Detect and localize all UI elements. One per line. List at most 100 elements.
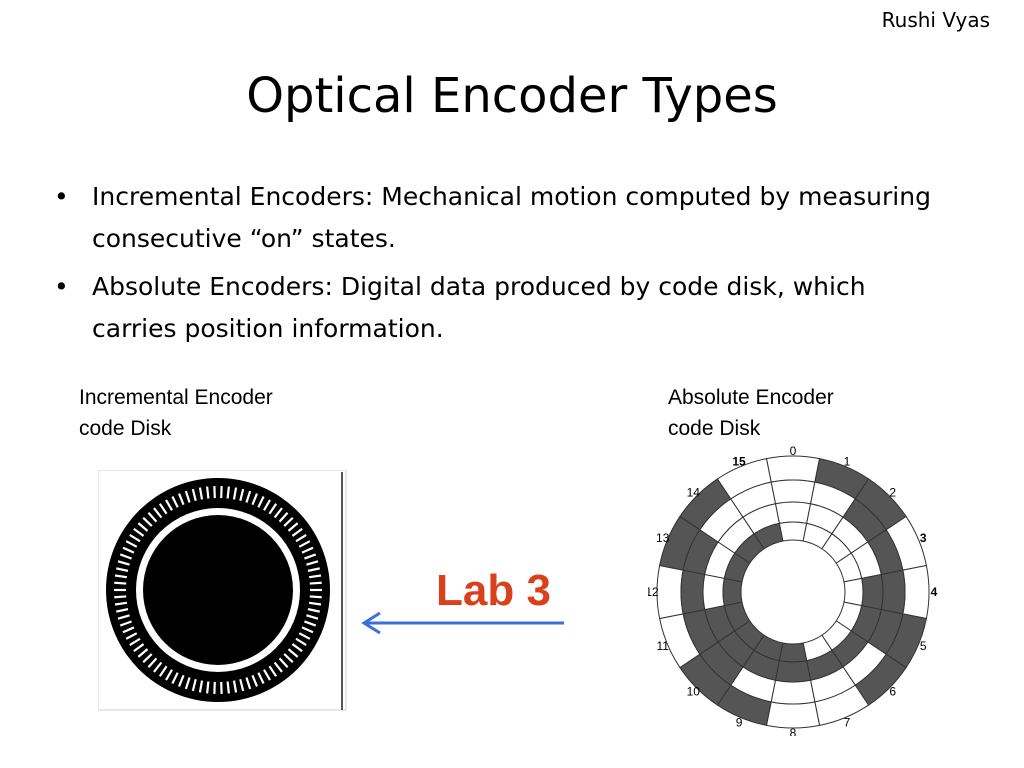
- slot-mark: [306, 560, 319, 566]
- slot-ring: [114, 486, 322, 694]
- bullet-item-incremental: • Incremental Encoders: Mechanical motio…: [54, 176, 954, 260]
- arrow-icon: [361, 611, 564, 635]
- bullet-text: Absolute Encoders: Digital data produced…: [92, 272, 866, 343]
- slot-mark: [263, 669, 271, 681]
- slot-mark: [116, 567, 129, 572]
- sector-label: 7: [844, 715, 851, 729]
- sector-label: 4: [931, 585, 938, 599]
- slot-mark: [257, 672, 265, 684]
- slot-mark: [239, 679, 245, 692]
- code-segment: [770, 479, 816, 505]
- code-segment: [774, 660, 812, 683]
- bullet-list: • Incremental Encoders: Mechanical motio…: [54, 176, 954, 356]
- slot-mark: [125, 540, 138, 548]
- slot-mark: [308, 574, 322, 579]
- slot-mark: [287, 522, 299, 532]
- sector-label: 6: [889, 685, 896, 699]
- slot-mark: [245, 677, 252, 690]
- slot-mark: [263, 499, 271, 511]
- slot-mark: [117, 614, 130, 620]
- slot-mark: [307, 567, 320, 572]
- slot-mark: [298, 540, 311, 548]
- slot-mark: [278, 657, 289, 669]
- slot-mark: [114, 595, 127, 599]
- caption-line: code Disk: [668, 417, 761, 440]
- code-rings: [656, 455, 930, 729]
- slot-mark: [198, 487, 204, 500]
- slot-mark: [291, 643, 303, 653]
- author-name: Rushi Vyas: [881, 8, 990, 32]
- slot-mark: [114, 581, 127, 585]
- slot-mark: [273, 507, 283, 519]
- code-segment: [778, 521, 808, 542]
- slot-mark: [147, 657, 158, 669]
- slot-mark: [178, 493, 185, 506]
- sector-label: 15: [732, 455, 746, 469]
- slot-mark: [301, 546, 314, 554]
- slot-mark: [114, 601, 128, 606]
- code-segment: [902, 564, 930, 620]
- sector-label: 10: [687, 685, 701, 699]
- slot-mark: [137, 522, 149, 532]
- code-segment: [765, 455, 821, 483]
- slot-mark: [306, 614, 319, 620]
- slot-mark: [125, 632, 138, 640]
- code-segment: [722, 577, 743, 607]
- sector-label: 14: [687, 485, 701, 499]
- slot-mark: [239, 488, 245, 501]
- caption-line: Incremental Encoder: [79, 386, 273, 409]
- slot-mark: [133, 643, 145, 653]
- incremental-code-disk-image: [98, 470, 347, 711]
- code-segment: [778, 642, 808, 663]
- slot-mark: [307, 608, 320, 613]
- slot-mark: [304, 620, 317, 627]
- slot-mark: [122, 546, 135, 554]
- slot-mark: [119, 553, 132, 560]
- slot-mark: [116, 608, 129, 613]
- code-segment: [702, 573, 725, 611]
- slot-mark: [257, 496, 265, 508]
- code-segment: [656, 564, 684, 620]
- bullet-marker: •: [54, 182, 69, 211]
- slot-mark: [283, 516, 294, 527]
- slot-mark: [153, 661, 163, 673]
- slot-mark: [232, 680, 238, 693]
- bullet-item-absolute: • Absolute Encoders: Digital data produc…: [54, 266, 954, 350]
- slot-mark: [287, 648, 299, 658]
- sector-label: 8: [790, 726, 797, 736]
- code-segment: [765, 701, 821, 729]
- slot-mark: [245, 490, 252, 503]
- slot-mark: [133, 527, 145, 537]
- slot-mark: [137, 648, 149, 658]
- sector-label: 13: [656, 531, 670, 545]
- absolute-disk-caption: Absolute Encoder code Disk: [668, 382, 834, 444]
- slot-mark: [295, 637, 307, 647]
- slot-mark: [251, 493, 258, 506]
- slot-mark: [165, 669, 173, 681]
- lab-label: Lab 3: [436, 566, 551, 615]
- slot-mark: [268, 665, 278, 677]
- slot-mark: [147, 511, 158, 523]
- sector-label: 0: [790, 446, 797, 458]
- caption-line: code Disk: [79, 417, 172, 440]
- code-segment: [843, 577, 864, 607]
- slot-mark: [171, 496, 179, 508]
- bullet-text: Incremental Encoders: Mechanical motion …: [92, 182, 931, 253]
- slot-mark: [206, 486, 210, 499]
- code-segment: [880, 569, 906, 615]
- slot-mark: [309, 581, 322, 585]
- slot-mark: [232, 487, 238, 500]
- sector-label: 3: [920, 531, 927, 545]
- slot-mark: [117, 560, 130, 566]
- sector-label: 9: [736, 715, 743, 729]
- slot-mark: [226, 681, 230, 694]
- code-segment: [861, 573, 884, 611]
- slot-mark: [153, 507, 163, 519]
- sector-label: 11: [656, 639, 669, 653]
- slot-mark: [278, 511, 289, 523]
- code-segment: [774, 501, 812, 524]
- slot-mark: [309, 595, 322, 599]
- slot-mark: [142, 516, 153, 527]
